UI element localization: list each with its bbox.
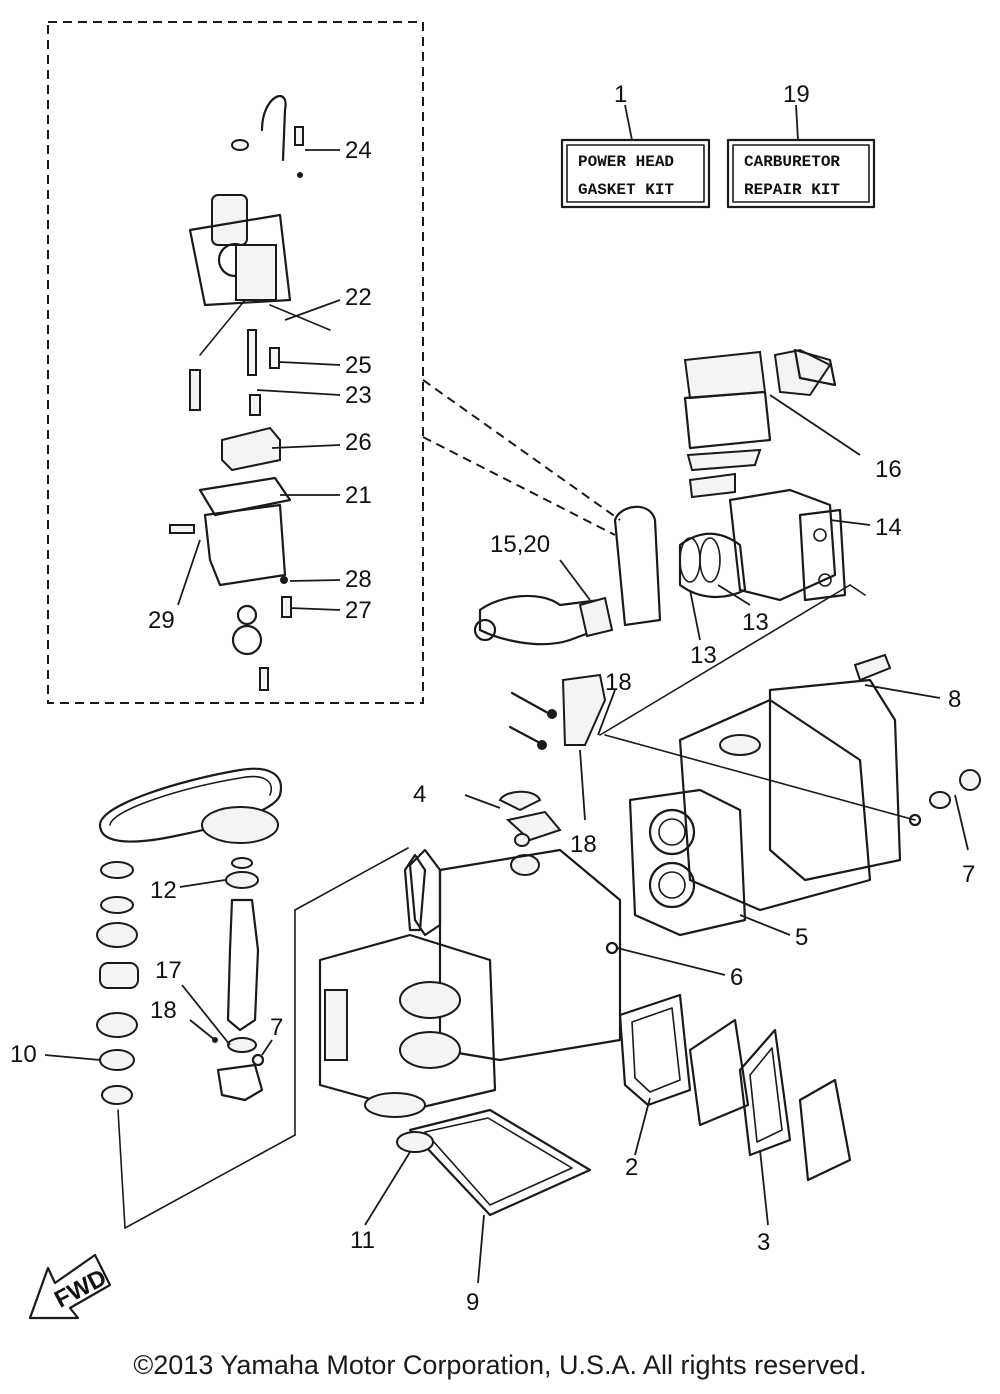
kit-box-power-head-gasket: POWER HEAD GASKET KIT — [560, 104, 711, 209]
svg-text:REPAIR KIT: REPAIR KIT — [744, 181, 840, 199]
callout-7b: 7 — [270, 1014, 283, 1041]
callout-18c: 18 — [150, 997, 177, 1024]
callout-15-20: 15,20 — [490, 531, 550, 558]
svg-text:GASKET KIT: GASKET KIT — [578, 181, 674, 199]
callout-27: 27 — [345, 597, 372, 624]
bolts-and-fitting — [464, 673, 616, 876]
callout-4: 4 — [413, 781, 426, 808]
carburetor-detail-box — [47, 21, 621, 704]
callout-25: 25 — [345, 352, 372, 379]
callout-6: 6 — [730, 964, 743, 991]
crankcase-block — [117, 847, 726, 1229]
callout-28: 28 — [345, 566, 372, 593]
svg-text:POWER HEAD: POWER HEAD — [578, 153, 674, 171]
carburetor-exploded — [169, 95, 331, 691]
carb-leaders — [177, 149, 341, 611]
callout-21: 21 — [345, 482, 372, 509]
callout-26: 26 — [345, 429, 372, 456]
svg-text:CARBURETOR: CARBURETOR — [744, 153, 840, 171]
callout-13b: 13 — [690, 642, 717, 669]
callout-7a: 7 — [962, 861, 975, 888]
callout-14: 14 — [875, 514, 902, 541]
crankshaft-assembly — [44, 767, 283, 1105]
callout-18b: 18 — [570, 831, 597, 858]
callout-5: 5 — [795, 924, 808, 951]
callout-24: 24 — [345, 137, 372, 164]
gaskets — [364, 993, 852, 1284]
svg-text:FWD: FWD — [50, 1264, 111, 1313]
callout-9: 9 — [466, 1289, 479, 1316]
callout-29: 29 — [148, 607, 175, 634]
callout-18a: 18 — [605, 669, 632, 696]
callout-numbers: 1 19 24 22 25 23 26 21 28 27 29 16 14 15… — [10, 81, 975, 1316]
callout-3: 3 — [757, 1229, 770, 1256]
callout-17: 17 — [155, 957, 182, 984]
callout-2: 2 — [625, 1154, 638, 1181]
callout-10: 10 — [10, 1041, 37, 1068]
copyright-notice: ©2013 Yamaha Motor Corporation, U.S.A. A… — [133, 1350, 867, 1380]
callout-12: 12 — [150, 877, 177, 904]
callout-23: 23 — [345, 382, 372, 409]
fwd-arrow: FWD — [28, 1253, 111, 1320]
intake-assembly — [473, 348, 871, 736]
cylinder-head-assembly — [604, 653, 981, 937]
callout-11: 11 — [350, 1227, 375, 1254]
callout-8: 8 — [948, 686, 961, 713]
callout-16: 16 — [875, 456, 902, 483]
callout-1: 1 — [614, 81, 627, 108]
callout-13a: 13 — [742, 609, 769, 636]
callout-19: 19 — [783, 81, 810, 108]
kit-box-carburetor-repair: CARBURETOR REPAIR KIT — [726, 104, 876, 209]
callout-22: 22 — [345, 284, 372, 311]
